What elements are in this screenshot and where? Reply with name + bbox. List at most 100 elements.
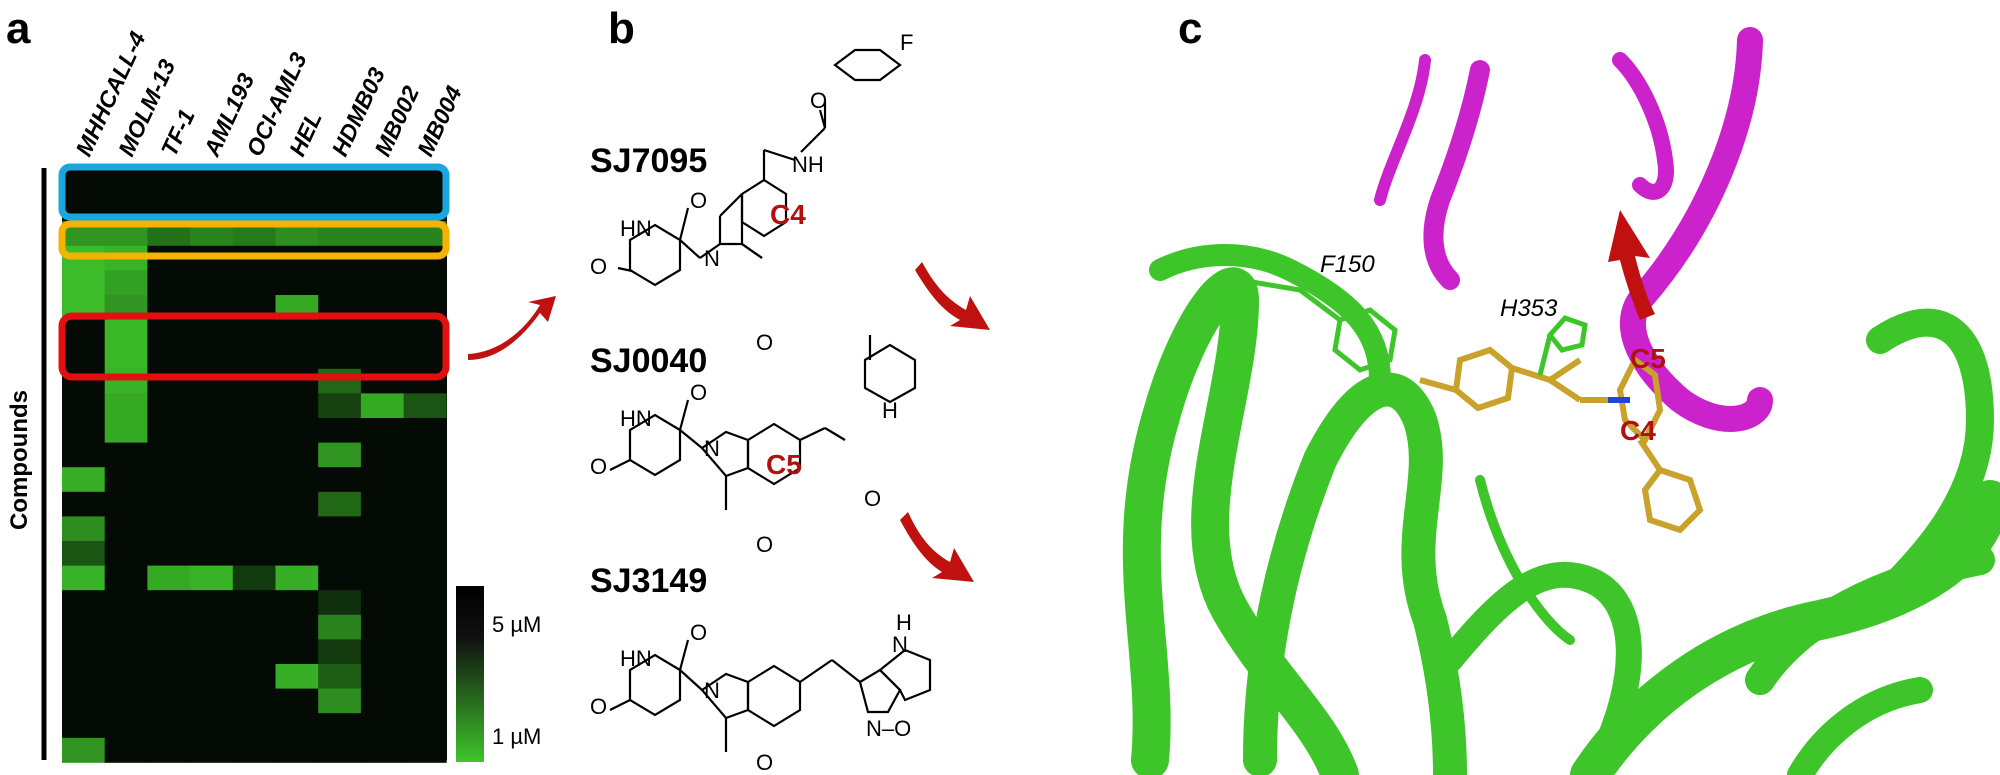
heatmap-cell <box>318 664 362 689</box>
heatmap-cell <box>318 418 362 443</box>
compound-name-sj7095: SJ7095 <box>590 142 707 180</box>
position-label-c5: C5 <box>766 449 802 480</box>
transition-arrow-a <box>468 296 556 360</box>
atom-label-n: N <box>704 246 720 271</box>
compound-name-sj0040: SJ0040 <box>590 342 707 380</box>
heatmap-cell <box>190 344 234 370</box>
heatmap-cell <box>190 688 234 714</box>
transition-arrow-b1 <box>915 262 990 330</box>
heatmap-cell <box>190 270 234 296</box>
heatmap-cell <box>104 737 148 763</box>
heatmap-cell <box>190 393 234 419</box>
heatmap-cell <box>318 541 362 566</box>
heatmap-cell <box>190 368 234 394</box>
heatmap-cell <box>62 688 106 714</box>
heatmap-cell <box>147 172 191 197</box>
heatmap-cell <box>232 541 276 566</box>
heatmap-cell <box>403 344 447 370</box>
heatmap-cell <box>104 664 148 689</box>
highlight-box-orange <box>58 220 450 260</box>
heatmap-cell <box>275 516 319 542</box>
atom-label-o: O <box>756 330 773 355</box>
heatmap-cell <box>190 664 234 689</box>
atom-label-n: N <box>704 436 720 461</box>
heatmap-cell <box>62 491 106 517</box>
heatmap-cell <box>403 516 447 542</box>
heatmap-cell <box>190 319 234 345</box>
heatmap-cell <box>403 664 447 689</box>
heatmap-cell <box>147 713 191 739</box>
heatmap-cell <box>190 541 234 566</box>
heatmap-cell <box>62 639 106 665</box>
heatmap-cell <box>360 467 404 493</box>
phenylalanine-sidechain <box>1239 277 1398 373</box>
heatmap-cell <box>147 393 191 419</box>
heatmap-cell <box>403 541 447 566</box>
atom-label-o: O <box>810 88 827 113</box>
heatmap-cell <box>190 737 234 763</box>
heatmap-cell <box>147 614 191 640</box>
heatmap-cell <box>104 516 148 542</box>
heatmap-cell <box>318 442 362 468</box>
heatmap-cell <box>104 639 148 665</box>
atom-label-o: O <box>756 532 773 557</box>
colorbar-bottom-label: 1 µM <box>492 724 541 749</box>
heatmap-cell <box>147 467 191 493</box>
heatmap-cell <box>147 418 191 443</box>
heatmap-cell <box>232 565 276 591</box>
heatmap-cell <box>318 393 362 419</box>
heatmap-cell <box>403 565 447 591</box>
heatmap-cell <box>62 442 106 468</box>
heatmap-cell <box>318 590 362 616</box>
heatmap-cell <box>232 639 276 665</box>
protein-structure-panel: F150 H353 C5 C4 <box>1122 27 2000 775</box>
heatmap-cell <box>318 319 362 345</box>
column-label: HEL <box>284 107 327 160</box>
heatmap-cell <box>360 491 404 517</box>
heatmap-cell <box>104 565 148 591</box>
heatmap-cell <box>104 368 148 394</box>
histidine-sidechain <box>1537 315 1588 376</box>
heatmap-cell <box>360 270 404 296</box>
partner-protein-ribbon <box>1374 27 1773 432</box>
heatmap-cell <box>190 516 234 542</box>
position-label-c5: C5 <box>1630 343 1666 374</box>
heatmap-cell <box>232 491 276 517</box>
heatmap-cell <box>147 541 191 566</box>
atom-label-no: N–O <box>866 716 911 741</box>
heatmap-cell <box>62 344 106 370</box>
heatmap-cell <box>318 713 362 739</box>
heatmap-cell <box>403 614 447 640</box>
heatmap-cell <box>190 590 234 616</box>
heatmap-cell <box>360 393 404 419</box>
transition-arrow-c <box>1608 210 1655 320</box>
heatmap-cell <box>275 442 319 468</box>
heatmap-cell <box>104 172 148 197</box>
residue-label-f150: F150 <box>1320 251 1375 278</box>
heatmap-cell <box>360 565 404 591</box>
heatmap-cell <box>147 565 191 591</box>
heatmap-cell <box>275 614 319 640</box>
heatmap-cell <box>104 688 148 714</box>
highlight-box-blue <box>58 163 450 221</box>
heatmap-cell <box>104 393 148 419</box>
heatmap-cell <box>232 319 276 345</box>
heatmap-cell <box>147 319 191 345</box>
heatmap-cell <box>232 344 276 370</box>
heatmap-cell <box>104 270 148 296</box>
heatmap-cell <box>318 270 362 296</box>
heatmap-cell <box>232 270 276 296</box>
heatmap-cell <box>275 713 319 739</box>
heatmap-cell <box>275 565 319 591</box>
heatmap-cell <box>147 344 191 370</box>
heatmap-cell <box>104 418 148 443</box>
heatmap-cell <box>318 467 362 493</box>
heatmap-cell <box>62 467 106 493</box>
colorbar <box>456 586 484 762</box>
heatmap-cell <box>62 516 106 542</box>
heatmap-cell <box>318 491 362 517</box>
y-axis-label: Compounds <box>6 390 33 530</box>
heatmap-cell <box>147 491 191 517</box>
heatmap-cell <box>275 541 319 566</box>
